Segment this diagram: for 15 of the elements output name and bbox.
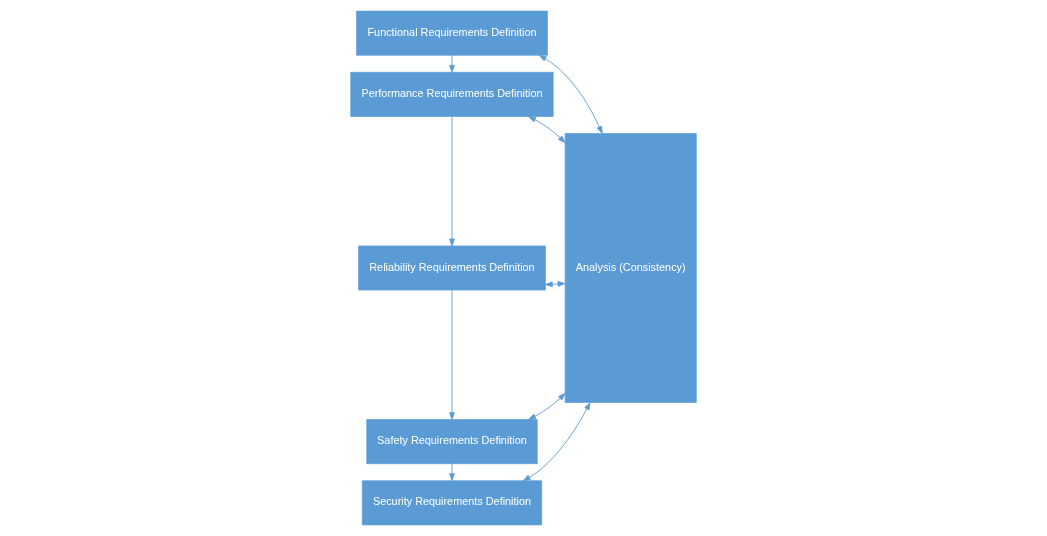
arrow [449, 289, 455, 420]
node-box: Analysis (Consistency) [564, 133, 697, 403]
node-box: Functional Requirements Definition [356, 10, 548, 56]
arrow [528, 116, 566, 143]
node-box: Performance Requirements Definition [350, 71, 554, 117]
node-box: Security Requirements Definition [361, 480, 542, 526]
arrow [449, 55, 455, 73]
arrow [449, 463, 455, 481]
arrow [528, 393, 566, 420]
node-box: Reliability Requirements Definition [358, 245, 546, 291]
node-box: Safety Requirements Definition [366, 419, 538, 465]
arrow [538, 54, 603, 134]
arrow [449, 116, 455, 247]
arrow [545, 281, 566, 288]
arrow [522, 402, 591, 482]
